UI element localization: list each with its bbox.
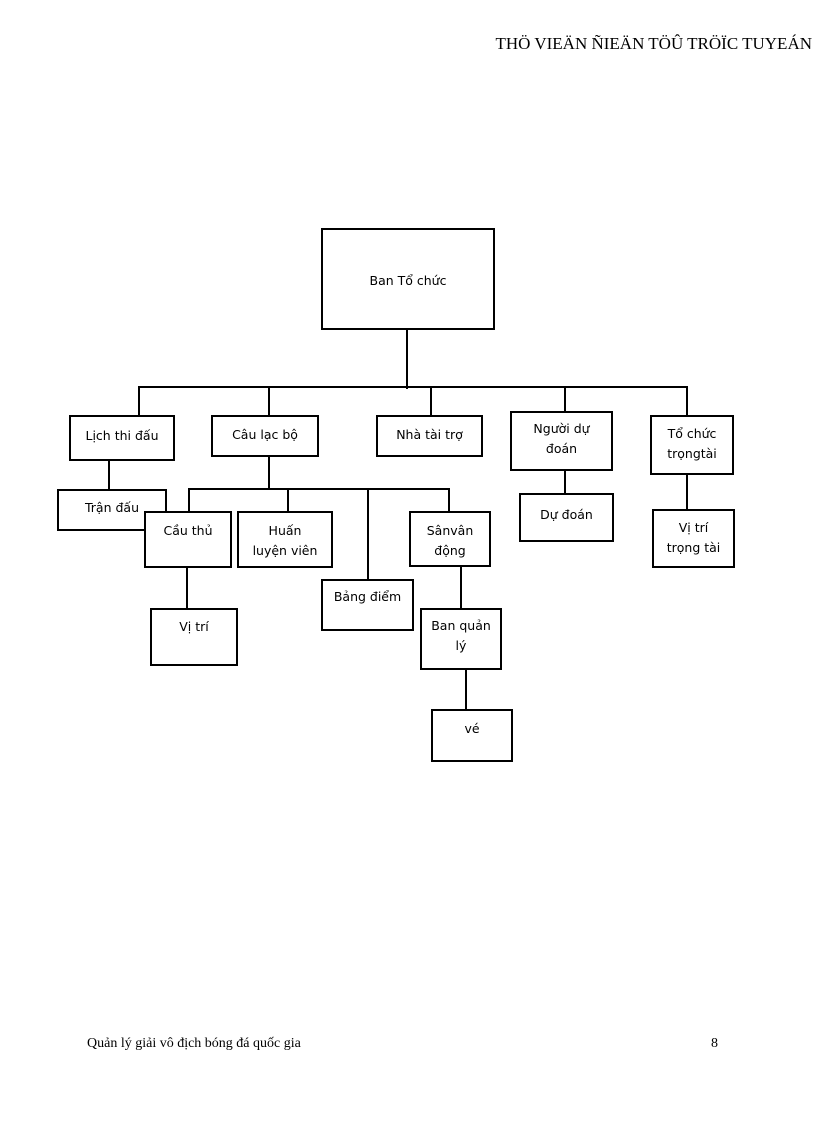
connector-tctt-vitri <box>686 474 688 510</box>
connector-clb <box>268 386 270 416</box>
node-ban-quan-ly: Ban quản lý <box>420 608 502 670</box>
node-nguoi-du-doan: Người dự đoán <box>510 411 613 471</box>
node-ban-to-chuc: Ban Tổ chức <box>321 228 495 330</box>
node-label: Cầu thủ <box>163 523 213 538</box>
connector-bql-ve <box>465 670 467 710</box>
node-bang-diem: Bảng điểm <box>321 579 414 631</box>
connector-level1-bar <box>138 386 688 388</box>
node-label: Câu lạc bộ <box>232 427 298 442</box>
connector-ndd <box>564 386 566 412</box>
connector-bangdiem <box>367 488 369 580</box>
node-vi-tri: Vị trí <box>150 608 238 666</box>
node-san-van-dong: Sânvân động <box>409 511 491 567</box>
node-huan-luyen-vien: Huấn luyện viên <box>237 511 333 568</box>
running-header: THÖ VIEÄN ÑIEÄN TÖÛ TRÖÏC TUYEÁN <box>495 34 812 53</box>
footer-document-title: Quản lý giải vô địch bóng đá quốc gia <box>87 1036 301 1051</box>
node-to-chuc-trong-tai: Tổ chức trọngtài <box>650 415 734 475</box>
node-label: Lịch thi đấu <box>85 428 159 443</box>
connector-hlv <box>287 488 289 512</box>
node-label: Ban Tổ chức <box>369 273 447 288</box>
node-vi-tri-trong-tai: Vị trí trọng tài <box>652 509 735 568</box>
node-label: Tổ chức trọngtài <box>667 426 717 461</box>
node-ve: vé <box>431 709 513 762</box>
node-label: vé <box>464 721 480 736</box>
connector-lich <box>138 386 140 416</box>
node-du-doan: Dự đoán <box>519 493 614 542</box>
node-cau-thu: Cầu thủ <box>144 511 232 568</box>
connector-svd-bql <box>460 566 462 610</box>
connector-cauthu-vitri <box>186 567 188 610</box>
page-number: 8 <box>711 1036 718 1051</box>
node-label: Vị trí <box>179 619 209 634</box>
node-label: Dự đoán <box>540 507 593 522</box>
node-label: Nhà tài trợ <box>396 427 463 442</box>
node-label: Bảng điểm <box>333 589 402 604</box>
connector-clb-bar <box>188 488 449 490</box>
node-label: Sânvân động <box>426 523 474 558</box>
node-lich-thi-dau: Lịch thi đấu <box>69 415 175 461</box>
node-nha-tai-tro: Nhà tài trợ <box>376 415 483 457</box>
connector-clb-down <box>268 456 270 490</box>
connector-svd <box>448 488 450 512</box>
node-label: Huấn luyện viên <box>252 523 318 558</box>
node-label: Vị trí trọng tài <box>666 520 721 555</box>
connector-cauthu <box>188 488 190 512</box>
connector-ntt <box>430 386 432 416</box>
connector-tctt <box>686 386 688 416</box>
connector-root-down <box>406 329 408 389</box>
node-cau-lac-bo: Câu lạc bộ <box>211 415 319 457</box>
node-label: Ban quản lý <box>431 618 491 653</box>
node-label: Người dự đoán <box>533 421 590 456</box>
node-label: Trận đấu <box>84 500 139 515</box>
connector-ndd-dudoan <box>564 470 566 494</box>
connector-lich-tran <box>108 460 110 490</box>
